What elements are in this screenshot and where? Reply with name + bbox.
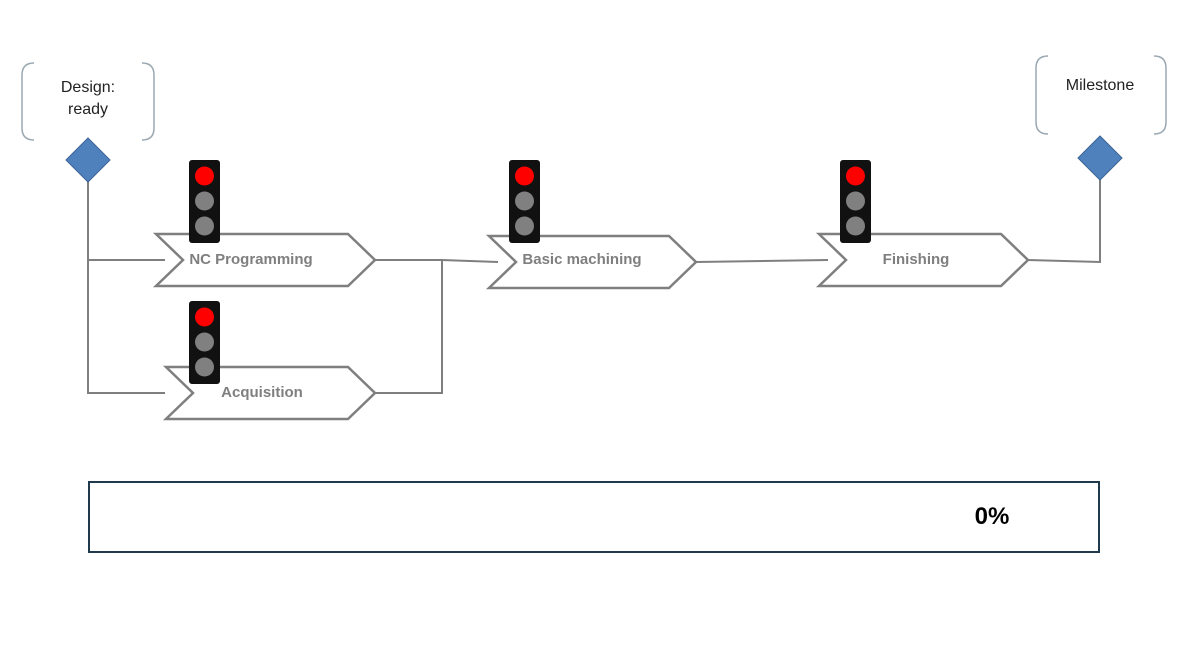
connector-acq-merge (375, 260, 443, 394)
traffic-light-yellow-lamp (515, 191, 534, 211)
task-nc-programming[interactable]: NC Programming (152, 232, 377, 288)
start-milestone-bracket (21, 62, 155, 141)
start-milestone-label-line2: ready (68, 101, 108, 118)
end-milestone-diamond[interactable] (1077, 135, 1123, 181)
traffic-light-yellow-lamp (195, 191, 214, 211)
traffic-light-acquisition (189, 301, 220, 384)
connector-merge-basic (441, 259, 499, 263)
end-milestone-label: Milestone (1066, 77, 1135, 94)
traffic-light-green-lamp (195, 357, 214, 377)
traffic-light-red-lamp (195, 307, 214, 327)
traffic-light-nc-programming (189, 160, 220, 243)
task-finishing-label: Finishing (883, 251, 950, 268)
task-basic-machining[interactable]: Basic machining (485, 234, 698, 290)
task-acquisition-label: Acquisition (221, 384, 303, 401)
progress-percentage: 0% (974, 503, 1010, 530)
task-finishing-shape (815, 232, 1030, 288)
traffic-light-green-lamp (846, 216, 865, 236)
task-basic-machining-label: Basic machining (522, 251, 641, 268)
connector-start-branch (87, 178, 165, 394)
task-basic-machining-shape (485, 234, 698, 290)
connector-finishing-end (1027, 180, 1101, 264)
traffic-light-green-lamp (195, 216, 214, 236)
traffic-light-red-lamp (846, 166, 865, 186)
traffic-light-yellow-lamp (195, 332, 214, 352)
traffic-light-red-lamp (515, 166, 534, 186)
task-finishing[interactable]: Finishing (815, 232, 1030, 288)
task-nc-programming-label: NC Programming (189, 251, 312, 268)
connectors (87, 178, 1101, 394)
traffic-light-finishing (840, 160, 871, 243)
progress-bar: 0% (88, 481, 1100, 553)
end-milestone-bracket (1035, 55, 1167, 135)
traffic-light-green-lamp (515, 216, 534, 236)
connector-basic-finishing (695, 259, 829, 263)
start-milestone-diamond[interactable] (65, 137, 111, 183)
traffic-light-basic-machining (509, 160, 540, 243)
traffic-light-yellow-lamp (846, 191, 865, 211)
traffic-light-red-lamp (195, 166, 214, 186)
start-milestone-label-line1: Design: (61, 79, 115, 96)
task-nc-programming-shape (152, 232, 377, 288)
